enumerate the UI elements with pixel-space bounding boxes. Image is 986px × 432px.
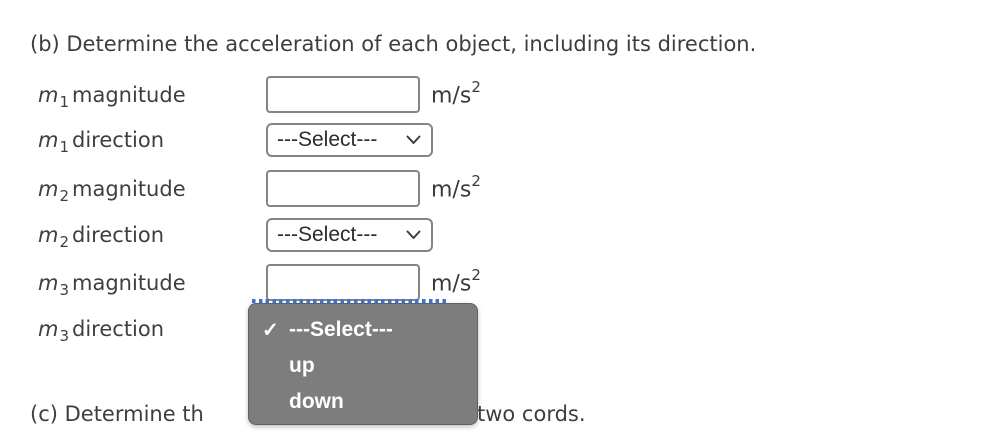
dropdown-option-down[interactable]: down [289,390,344,413]
chevron-down-icon [406,135,421,145]
m1-direction-select[interactable]: ---Select--- [266,123,433,157]
m2-direction-select[interactable]: ---Select--- [266,218,433,252]
m3-direction-open-menu: ✓ ---Select--- up down [248,303,478,425]
focus-ring-dots [252,299,448,303]
check-icon: ✓ [262,319,279,342]
m3-magnitude-unit: m/s2 [431,266,481,297]
m2-magnitude-unit: m/s2 [431,172,481,203]
question-c-left: (c) Determine th [30,402,204,426]
chevron-down-icon [406,230,421,240]
question-b-text: (b) Determine the acceleration of each o… [30,32,757,56]
m1-magnitude-unit: m/s2 [431,78,481,109]
m1-magnitude-input[interactable] [266,76,420,113]
dropdown-option-select[interactable]: ✓ ---Select--- [262,318,393,342]
m2-magnitude-input[interactable] [266,170,420,207]
m3-magnitude-input[interactable] [266,264,420,301]
dropdown-option-up[interactable]: up [289,354,315,377]
question-c-right: two cords. [477,402,586,426]
